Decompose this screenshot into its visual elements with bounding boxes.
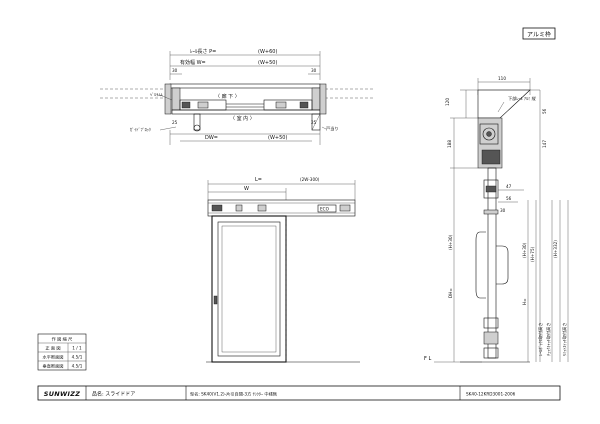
dh-label: DH=: [448, 288, 453, 298]
guide-block-label: ｶﾞｲﾄﾞﾌﾞﾛｯｸ: [130, 127, 151, 133]
scale-row-1-label: 正 面 図: [45, 346, 60, 352]
side-vdim-1: (H+30): [522, 242, 527, 258]
dim-25-right: 25: [311, 120, 317, 125]
company-logo: SUNWIZZ: [44, 390, 81, 398]
side-material-label: ﾍﾞﾙﾗﾑﾑ: [150, 92, 163, 97]
side-vdim-h: H=: [522, 298, 527, 305]
scale-table: 作 図 縮 尺 正 面 図 1 / 1 水平断面図 4.5/1 垂直断面図 4.…: [37, 333, 87, 371]
width-value: (W+50): [258, 60, 277, 66]
dim-25-left: 25: [172, 120, 178, 125]
stopper-label: 戸当り: [326, 125, 339, 132]
side-vdim-6: ﾘﾐｯﾄｽｲｯﾁ取付高さ: [561, 322, 568, 356]
material-badge: アルミ枠: [522, 27, 556, 40]
scale-row-2-label: 水平断面図: [43, 354, 64, 361]
horizontal-section-view: ﾚｰﾙ長さ P= (W+60) 有効幅 W= (W+50) 30 30: [100, 48, 375, 145]
side-dim-30: 30: [500, 208, 506, 213]
rail-length-label: ﾚｰﾙ長さ P=: [190, 48, 216, 55]
floor-line-label: F L: [424, 356, 431, 362]
side-dim-188: 188: [447, 140, 452, 148]
scale-row-2-value: 4.5/1: [72, 355, 83, 360]
side-dim-147: 147: [542, 140, 547, 148]
side-dim-56: 56: [506, 196, 512, 201]
side-vdim-5: ﾁｪｯｸｷｬｯﾁ取付高さ: [545, 322, 552, 356]
width-label: 有効幅 W=: [180, 59, 206, 66]
side-dim-120: 120: [445, 98, 450, 106]
material-badge-text: アルミ枠: [527, 31, 551, 39]
dh-paren-label: (H+30): [448, 234, 453, 250]
scale-row-3-label: 垂直断面図: [43, 363, 64, 370]
scale-row-3-value: 4.5/1: [72, 364, 83, 369]
rail-length-value: (W+60): [258, 49, 277, 55]
side-dim-110: 110: [498, 76, 506, 81]
product-name: 品名: スライドドア: [92, 391, 135, 398]
dim-30-right: 30: [311, 68, 317, 73]
w-dim-label: W: [244, 186, 249, 192]
rail-note-label: 下部ﾚｰﾙ ｱﾙﾐ 縦: [508, 95, 537, 102]
dw-label: DW=: [205, 135, 218, 141]
title-block: SUNWIZZ 品名: スライドドア 型名: SK40(V1.2)-片引自閉-3…: [37, 385, 561, 401]
side-vdim-2: (H+75): [530, 246, 535, 262]
side-dim-56-top: 56: [542, 108, 547, 114]
l-dim-paren: (2W-300): [300, 177, 320, 182]
dim-30-left: 30: [172, 68, 178, 73]
front-elevation-view: L= (2W-300) W ECO: [206, 177, 360, 363]
room-label-right: 〈 室 内 〉: [230, 115, 255, 122]
side-vdim-4: ﾚｰﾙﾎﾞｯｸｽ取付高さ: [537, 322, 544, 356]
model-name: 型名: SK40(V1.2)-片引自閉-3方 ｻﾝｸﾀｰ 中桟無: [190, 391, 277, 398]
scale-row-1-value: 1 / 1: [72, 346, 82, 351]
l-dim-label: L=: [255, 177, 262, 183]
corridor-label-left: 〈 廊 下 〉: [215, 93, 240, 100]
side-dim-47: 47: [506, 184, 512, 189]
vertical-section-view: 110 F L 120 188 (H+30) DH= 下部ﾚｰﾙ ｱﾙﾐ: [424, 76, 569, 363]
side-vdim-3: (H+332): [553, 240, 558, 258]
dw-value: (W+50): [268, 135, 287, 141]
drawing-number: SK40-12KRD3001-2006: [466, 392, 516, 397]
scale-table-header: 作 図 縮 尺: [52, 336, 73, 343]
svg-text:ECO: ECO: [320, 207, 330, 212]
